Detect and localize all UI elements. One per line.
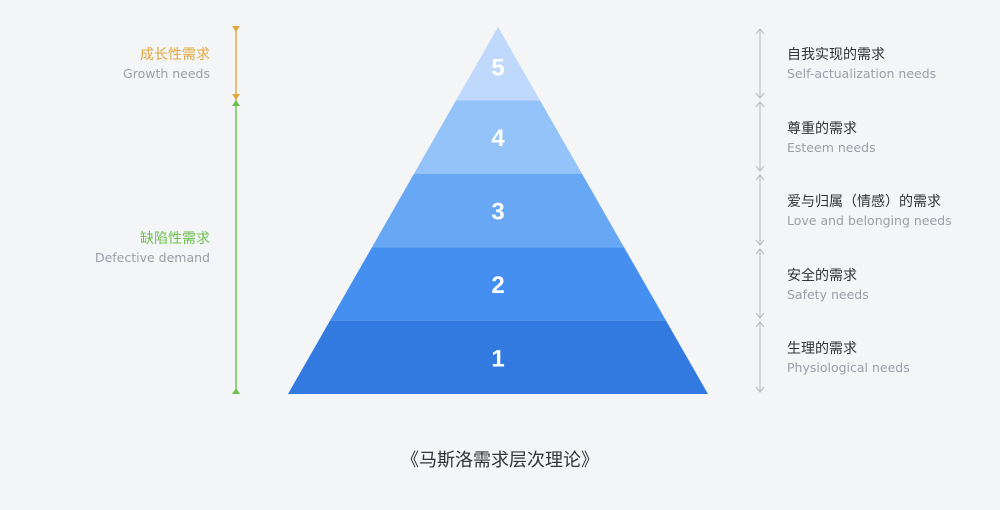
level-5-label-en: Self-actualization needs: [787, 66, 937, 81]
level-5-label-zh: 自我实现的需求: [787, 47, 885, 63]
growth-needs-label-zh: 成长性需求: [140, 47, 210, 63]
level-4-bracket-top-chevron: [755, 101, 765, 108]
deficit-needs-label-zh: 缺陷性需求: [140, 231, 210, 247]
pyramid-number-5: 5: [491, 55, 504, 82]
level-2-label-en: Safety needs: [787, 287, 869, 302]
level-2-bracket-bottom-chevron: [755, 312, 765, 319]
level-4-label-zh: 尊重的需求: [787, 121, 857, 137]
growth-bracket-bottom-arrow: [232, 94, 240, 100]
level-3-bracket-top-chevron: [755, 174, 765, 181]
pyramid-tier-2: [330, 247, 666, 321]
pyramid-number-3: 3: [491, 199, 504, 226]
level-3-label-en: Love and belonging needs: [787, 213, 952, 228]
level-5-bracket-bottom-chevron: [755, 92, 765, 99]
growth-needs-label-en: Growth needs: [123, 66, 210, 81]
level-1-bracket-top-chevron: [755, 321, 765, 328]
level-1-label-zh: 生理的需求: [787, 341, 857, 357]
deficit-bracket-top-arrow: [232, 100, 240, 106]
growth-bracket-top-arrow: [232, 26, 240, 32]
deficit-needs-label-en: Defective demand: [94, 250, 210, 265]
pyramid-number-1: 1: [491, 345, 504, 372]
level-3-label-zh: 爱与归属（情感）的需求: [787, 194, 941, 210]
level-4-label-en: Esteem needs: [787, 140, 876, 155]
deficit-bracket-bottom-arrow: [232, 388, 240, 394]
pyramid-tier-3: [372, 173, 624, 248]
pyramid-tier-5: [456, 27, 540, 101]
level-1-bracket-bottom-chevron: [755, 386, 765, 393]
level-2-bracket-top-chevron: [755, 248, 765, 255]
level-5-bracket-top-chevron: [755, 28, 765, 35]
pyramid-tier-4: [414, 100, 582, 174]
level-4-bracket-bottom-chevron: [755, 165, 765, 172]
level-2-label-zh: 安全的需求: [787, 268, 857, 284]
level-3-bracket-bottom-chevron: [755, 239, 765, 246]
diagram-caption: 《马斯洛需求层次理论》: [401, 450, 599, 471]
pyramid-number-4: 4: [491, 125, 505, 152]
pyramid-number-2: 2: [491, 272, 504, 299]
level-1-label-en: Physiological needs: [787, 360, 910, 375]
pyramid-tier-1: [288, 320, 708, 394]
